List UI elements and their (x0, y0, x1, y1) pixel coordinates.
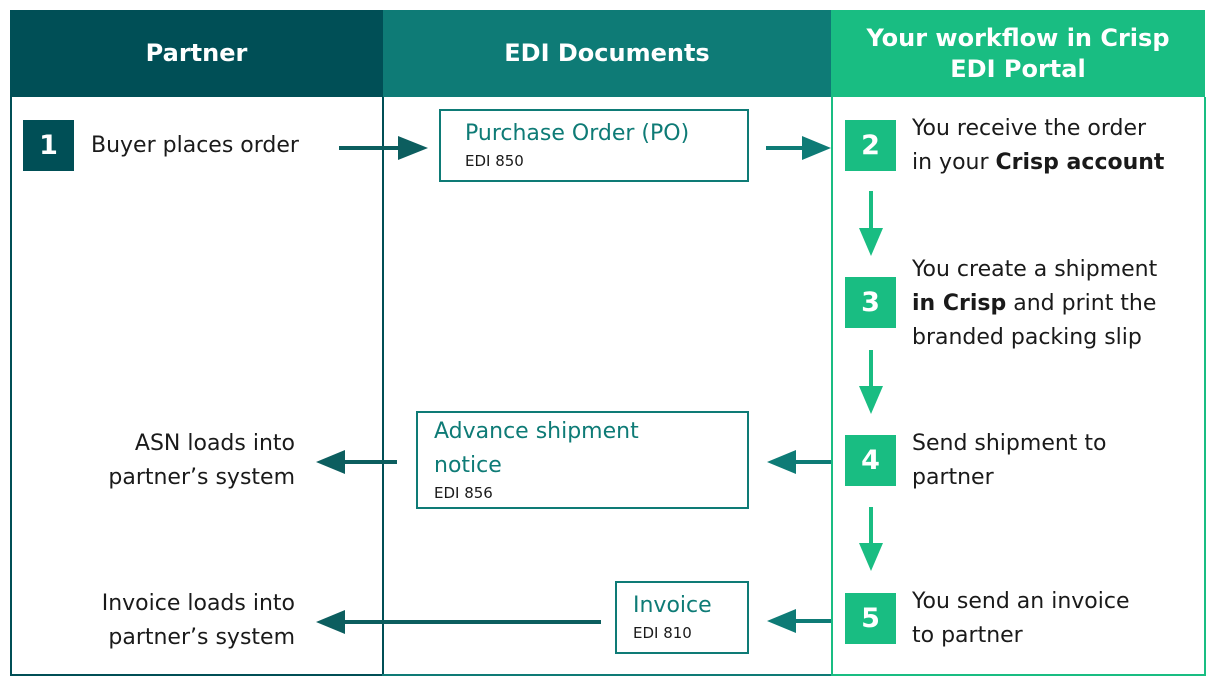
buyer-places-order: Buyer places order (91, 133, 299, 158)
po-code: EDI 850 (465, 152, 524, 170)
step-2-badge: 2 (845, 120, 896, 171)
edi-documents-column (382, 97, 832, 676)
invoice-loads-line1: Invoice loads into (101, 591, 295, 616)
step-3-line3: branded packing slip (912, 325, 1142, 350)
step-3-text: You create a shipment in Crisp and print… (912, 253, 1157, 355)
asn-loads-line1: ASN loads into (134, 431, 295, 456)
asn-loads-line2: partner’s system (108, 465, 295, 490)
arrow-asn-to-partner (316, 450, 397, 474)
invoice-document: Invoice EDI 810 (615, 581, 749, 654)
invoice-title: Invoice (633, 593, 712, 618)
edi-documents-column-header: EDI Documents (383, 10, 831, 97)
step-2-text: You receive the order in your Crisp acco… (912, 112, 1164, 180)
arrow-shipment-to-send (859, 350, 883, 414)
po-title: Purchase Order (PO) (465, 121, 690, 146)
arrow-invoice-to-doc (767, 609, 831, 633)
asn-code: EDI 856 (434, 484, 493, 502)
step-2-line1: You receive the order (912, 116, 1147, 141)
workflow-column-header: Your workflow in Crisp EDI Portal (831, 10, 1205, 97)
step-4-text: Send shipment to partner (912, 427, 1107, 495)
step-3-badge: 3 (845, 277, 896, 328)
step-1-text: Buyer places order (91, 129, 299, 163)
arrow-invoice-to-partner (316, 610, 601, 634)
arrow-po-to-receive (766, 136, 831, 160)
arrow-send-to-invoice (859, 507, 883, 571)
invoice-code: EDI 810 (633, 624, 692, 642)
workflow-header-line1: Your workflow in Crisp (866, 23, 1170, 52)
step-5-text: You send an invoice to partner (912, 585, 1130, 653)
step-2-line2-pre: in your (912, 150, 996, 175)
arrow-order-to-po (339, 136, 428, 160)
step-4-badge: 4 (845, 435, 896, 486)
arrow-receive-to-shipment (859, 191, 883, 256)
partner-header-label: Partner (145, 39, 248, 67)
asn-loads-text: ASN loads into partner’s system (40, 427, 295, 495)
step-5-line2: to partner (912, 623, 1023, 648)
edi-header-label: EDI Documents (504, 39, 710, 67)
partner-column (10, 97, 384, 676)
step-4-line2: partner (912, 465, 994, 490)
step-3-number: 3 (861, 287, 880, 318)
step-1-number: 1 (39, 130, 58, 161)
workflow-header-line2: EDI Portal (950, 54, 1086, 83)
step-3-line1: You create a shipment (912, 257, 1158, 282)
purchase-order-document: Purchase Order (PO) EDI 850 (439, 109, 749, 182)
asn-title-line2: notice (434, 453, 502, 478)
invoice-loads-line2: partner’s system (108, 625, 295, 650)
step-3-line2-post: and print the (1006, 291, 1157, 316)
step-1-badge: 1 (23, 120, 74, 171)
asn-document: Advance shipment notice EDI 856 (416, 411, 749, 509)
step-5-line1: You send an invoice (912, 589, 1130, 614)
step-3-in-crisp: in Crisp (912, 291, 1007, 316)
partner-column-header: Partner (10, 10, 383, 97)
asn-title-line1: Advance shipment (434, 419, 639, 444)
step-2-number: 2 (861, 130, 880, 161)
invoice-loads-text: Invoice loads into partner’s system (40, 587, 295, 655)
step-2-crisp-account: Crisp account (995, 150, 1165, 175)
step-5-number: 5 (861, 603, 880, 634)
arrow-send-to-asn (767, 450, 831, 474)
step-4-line1: Send shipment to (912, 431, 1107, 456)
workflow-column (831, 97, 1206, 676)
step-5-badge: 5 (845, 593, 896, 644)
step-4-number: 4 (861, 445, 880, 476)
